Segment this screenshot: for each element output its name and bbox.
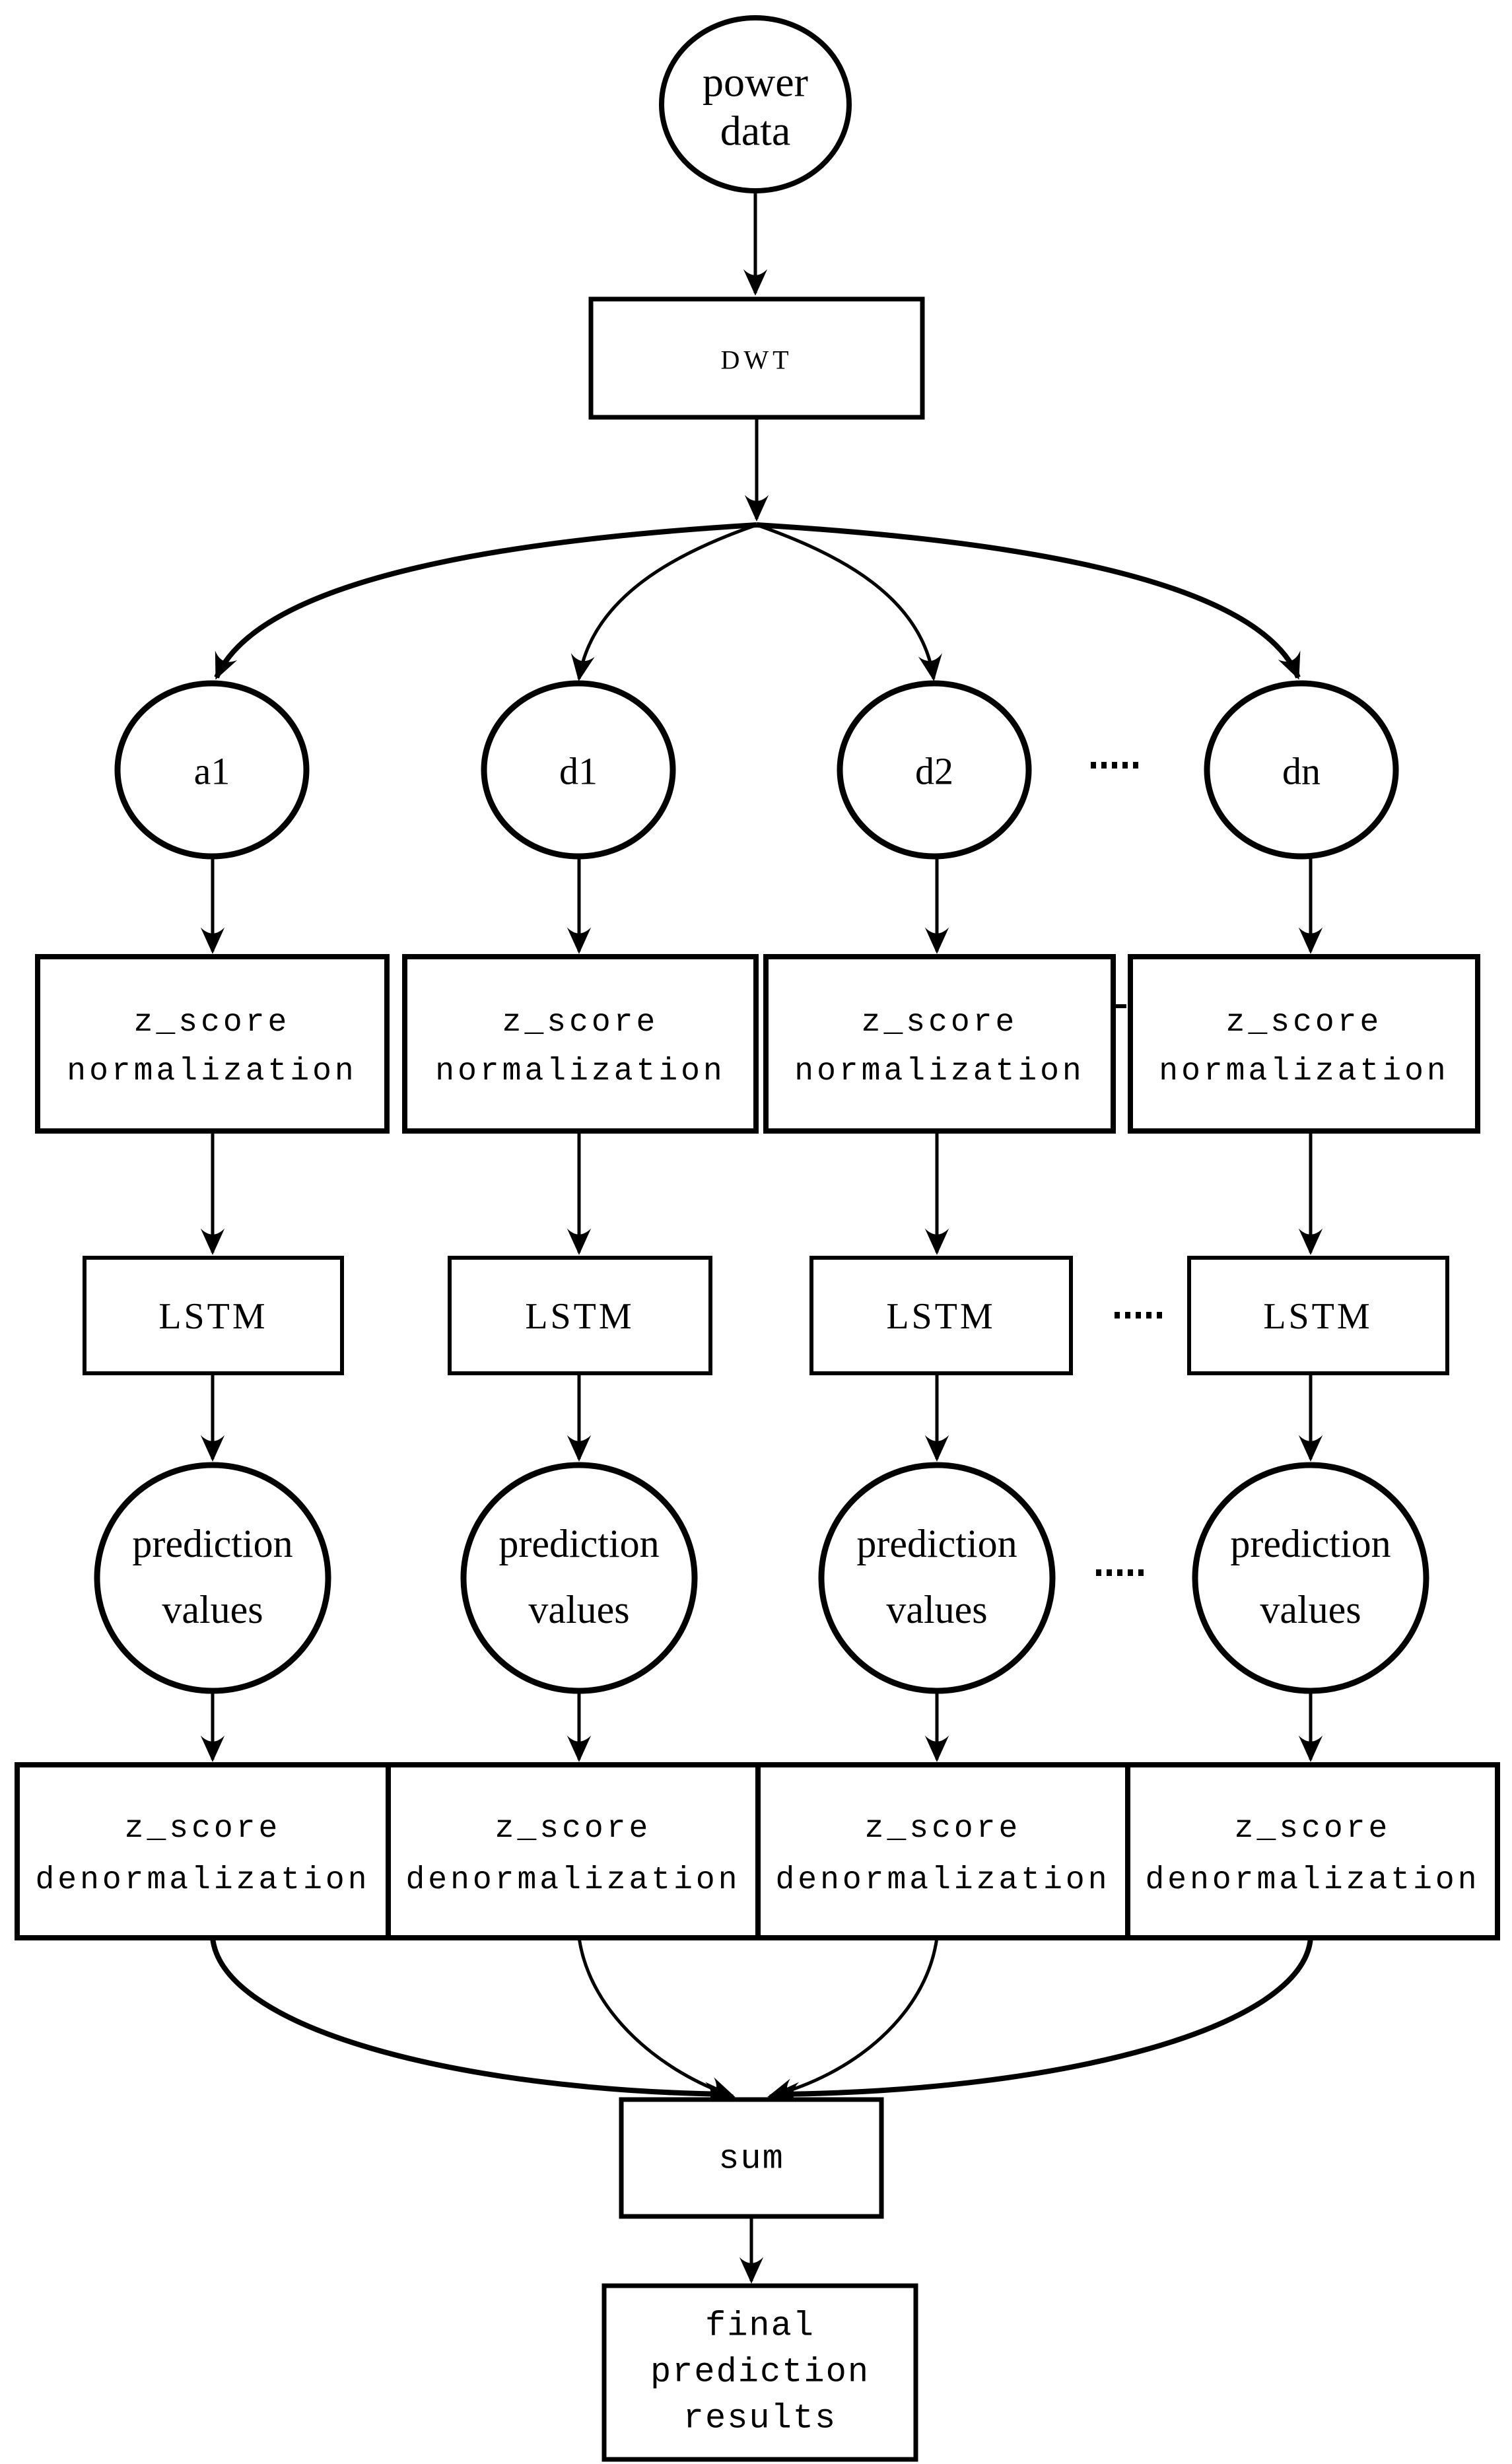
node-lstm-1: LSTM — [83, 1256, 344, 1375]
node-lstm-4: LSTM — [1187, 1256, 1449, 1375]
prediction-circle-1 — [94, 1462, 331, 1694]
normalization-box-3 — [763, 954, 1116, 1134]
power-data-label-line2: data — [720, 108, 791, 154]
normalization-1-line1: z_score — [134, 1005, 291, 1041]
node-lstm-3: LSTM — [809, 1256, 1073, 1375]
denormalization-1-line1: z_score — [125, 1811, 281, 1847]
arrow-denormalization-1-to-sum — [210, 1937, 732, 2106]
normalization-4-line2: normalization — [1159, 1054, 1449, 1089]
final-results-line3: results — [683, 2399, 837, 2438]
dn-circle — [1204, 680, 1399, 860]
denormalization-1-line2: denormalization — [35, 1863, 370, 1898]
power-data-label-line1: power — [703, 59, 808, 106]
node-prediction-2: prediction values — [460, 1462, 698, 1694]
normalization-3-line2: normalization — [794, 1054, 1084, 1089]
denormalization-box-3 — [755, 1762, 1130, 1940]
node-denormalization-2: z_score denormalization — [386, 1762, 761, 1940]
denormalization-3-line1: z_score — [865, 1811, 1021, 1847]
node-component-dn: dn — [1204, 680, 1399, 860]
prediction-3-line1: prediction — [856, 1522, 1017, 1565]
denormalization-4-line2: denormalization — [1145, 1863, 1480, 1898]
node-denormalization-4: z_score denormalization — [1125, 1762, 1500, 1940]
prediction-4-line1: prediction — [1230, 1522, 1391, 1565]
lstm-2-label: LSTM — [525, 1296, 634, 1337]
node-denormalization-3: z_score denormalization — [755, 1762, 1130, 1940]
final-results-line2: prediction — [650, 2353, 870, 2392]
normalization-2-line2: normalization — [435, 1054, 725, 1089]
lstm-box-3 — [809, 1256, 1073, 1375]
dwt-box — [588, 296, 925, 420]
node-component-d2: d2 — [837, 680, 1032, 860]
denormalization-box-2 — [386, 1762, 761, 1940]
dn-label: dn — [1282, 750, 1321, 793]
prediction-circle-2 — [460, 1462, 698, 1694]
normalization-1-line2: normalization — [67, 1054, 357, 1089]
edges — [200, 191, 1323, 2284]
final-results-box — [601, 2283, 918, 2462]
prediction-1-line2: values — [162, 1588, 263, 1631]
lstm-box-1 — [83, 1256, 344, 1375]
node-normalization-4: z_score normalization — [1128, 954, 1480, 1134]
node-final-results: final prediction results — [601, 2283, 918, 2462]
normalization-box-1 — [35, 954, 390, 1134]
node-component-a1: a1 — [114, 680, 310, 860]
arrow-branch-to-dn — [756, 522, 1301, 680]
prediction-3-line2: values — [886, 1588, 987, 1631]
prediction-2-line1: prediction — [498, 1522, 659, 1565]
node-normalization-1: z_score normalization — [35, 954, 390, 1134]
d2-circle — [837, 680, 1032, 860]
normalization-box-2 — [402, 954, 759, 1134]
d2-label: d2 — [915, 750, 953, 793]
a1-circle — [114, 680, 310, 860]
arrow-branch-to-a1 — [214, 522, 757, 680]
denormalization-4-line1: z_score — [1235, 1811, 1391, 1847]
denormalization-box-1 — [15, 1762, 391, 1940]
ellipsis-separators — [1091, 762, 1162, 1576]
node-denormalization-1: z_score denormalization — [15, 1762, 391, 1940]
node-prediction-4: prediction values — [1192, 1462, 1429, 1694]
node-lstm-2: LSTM — [448, 1256, 712, 1375]
normalization-box-4 — [1128, 954, 1480, 1134]
prediction-1-line1: prediction — [132, 1522, 292, 1565]
denormalization-box-4 — [1125, 1762, 1500, 1940]
lstm-4-label: LSTM — [1263, 1296, 1372, 1337]
node-power-data: power data — [659, 15, 852, 193]
arrow-denormalization-4-to-sum — [773, 1937, 1313, 2106]
dwt-label: DWT — [720, 345, 792, 375]
denormalization-3-line2: denormalization — [775, 1863, 1110, 1898]
final-results-line1: final — [705, 2307, 815, 2346]
prediction-circle-3 — [818, 1462, 1056, 1694]
prediction-2-line2: values — [528, 1588, 629, 1631]
node-normalization-2: z_score normalization — [402, 954, 759, 1134]
denormalization-2-line1: z_score — [495, 1811, 652, 1847]
a1-label: a1 — [194, 750, 230, 793]
node-sum: sum — [619, 2097, 884, 2219]
arrow-branch-to-d1 — [570, 523, 757, 681]
lstm-1-label: LSTM — [158, 1296, 267, 1337]
lstm-3-label: LSTM — [886, 1296, 995, 1337]
d1-circle — [481, 680, 676, 860]
prediction-4-line2: values — [1260, 1588, 1361, 1631]
arrow-denormalization-2-to-sum — [577, 1937, 736, 2100]
normalization-4-line1: z_score — [1226, 1005, 1383, 1041]
sum-label: sum — [718, 2140, 784, 2179]
power-data-circle — [659, 15, 852, 193]
normalization-2-line1: z_score — [502, 1005, 659, 1041]
sum-box — [619, 2097, 884, 2219]
node-dwt: DWT — [588, 296, 925, 420]
prediction-circle-4 — [1192, 1462, 1429, 1694]
node-normalization-3: z_score normalization — [763, 954, 1116, 1134]
node-prediction-1: prediction values — [94, 1462, 331, 1694]
lstm-box-4 — [1187, 1256, 1449, 1375]
lstm-box-2 — [448, 1256, 712, 1375]
normalization-3-line1: z_score — [862, 1005, 1018, 1041]
arrow-denormalization-3-to-sum — [767, 1937, 939, 2102]
node-prediction-3: prediction values — [818, 1462, 1056, 1694]
denormalization-2-line2: denormalization — [405, 1863, 740, 1898]
node-component-d1: d1 — [481, 680, 676, 860]
arrow-branch-to-d2 — [756, 523, 942, 681]
d1-label: d1 — [559, 750, 598, 793]
